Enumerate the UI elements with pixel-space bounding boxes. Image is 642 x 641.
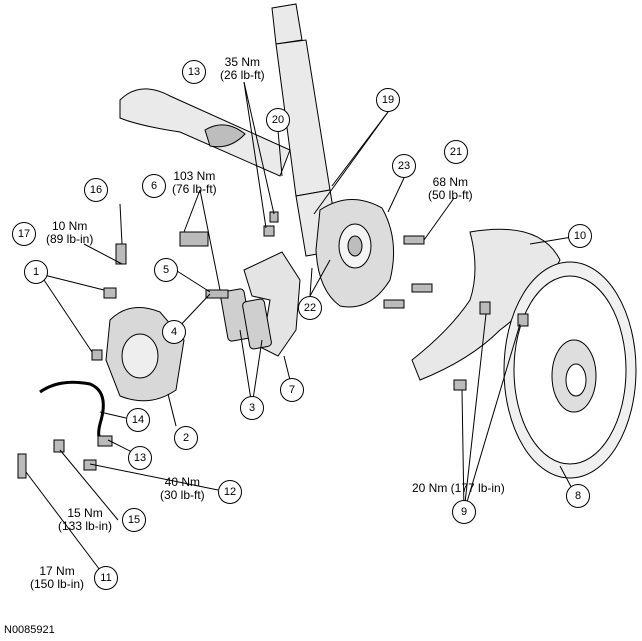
callout-3: 3 xyxy=(240,396,264,420)
callout-22: 22 xyxy=(298,296,322,320)
figure-id: N0085921 xyxy=(4,624,55,636)
torque-value-imperial: (89 lb-in) xyxy=(46,232,94,246)
callout-15: 15 xyxy=(122,508,146,532)
brake-pads xyxy=(219,288,272,350)
callout-19: 19 xyxy=(376,88,400,112)
torque-value-nm: 103 Nm xyxy=(173,169,216,183)
torque-value-imperial: (50 lb-ft) xyxy=(428,188,473,202)
lower-control-arm xyxy=(119,88,291,177)
callout-21: 21 xyxy=(444,140,468,164)
torque-label-15: 15 Nm (133 lb-in) xyxy=(58,507,112,533)
caliper-anchor-bracket xyxy=(243,251,301,357)
torque-value-nm: 17 Nm xyxy=(39,564,75,578)
callout-13: 13 xyxy=(128,446,152,470)
torque-value-nm: 68 Nm xyxy=(432,175,469,189)
callout-11: 11 xyxy=(94,566,118,590)
callout-7: 7 xyxy=(280,378,304,402)
torque-label-6: 103 Nm (76 lb-ft) xyxy=(172,170,217,196)
callout-5: 5 xyxy=(154,258,178,282)
torque-label-13: 35 Nm (26 lb-ft) xyxy=(220,56,265,82)
torque-label-9: 20 Nm (177 lb-in) xyxy=(412,481,505,495)
callout-23: 23 xyxy=(392,154,416,178)
brake-hose xyxy=(39,380,105,446)
hub-knuckle xyxy=(315,199,395,308)
callout-4: 4 xyxy=(162,320,186,344)
torque-value-imperial: (76 lb-ft) xyxy=(172,182,217,196)
callout-14: 14 xyxy=(126,408,150,432)
torque-value-nm: 15 Nm xyxy=(67,506,103,520)
torque-value-nm: 35 Nm xyxy=(224,55,261,69)
torque-label-12: 40 Nm (30 lb-ft) xyxy=(160,476,205,502)
callout-8: 8 xyxy=(566,484,590,508)
torque-value-nm: 10 Nm xyxy=(52,219,88,233)
callout-6: 6 xyxy=(142,174,166,198)
torque-label-17: 10 Nm (89 lb-in) xyxy=(46,220,93,246)
callout-2: 2 xyxy=(174,426,198,450)
brake-rotor xyxy=(503,261,637,479)
callout-1: 1 xyxy=(24,260,48,284)
torque-label-11: 17 Nm (150 lb-in) xyxy=(30,565,84,591)
callout-12: 12 xyxy=(218,480,242,504)
callout-17: 17 xyxy=(12,222,36,246)
callout-9: 9 xyxy=(452,500,476,524)
torque-value-imperial: (30 lb-ft) xyxy=(160,488,205,502)
callout-13-top: 13 xyxy=(182,60,206,84)
torque-label-21: 68 Nm (50 lb-ft) xyxy=(428,176,473,202)
callout-20: 20 xyxy=(266,108,290,132)
fasteners xyxy=(17,211,529,479)
torque-value-nm: 40 Nm xyxy=(164,475,201,489)
torque-value-imperial: (133 lb-in) xyxy=(58,519,113,533)
torque-value-imperial: (150 lb-in) xyxy=(30,577,85,591)
torque-value-imperial: (26 lb-ft) xyxy=(220,68,265,82)
callout-10: 10 xyxy=(568,224,592,248)
callout-16: 16 xyxy=(84,178,108,202)
